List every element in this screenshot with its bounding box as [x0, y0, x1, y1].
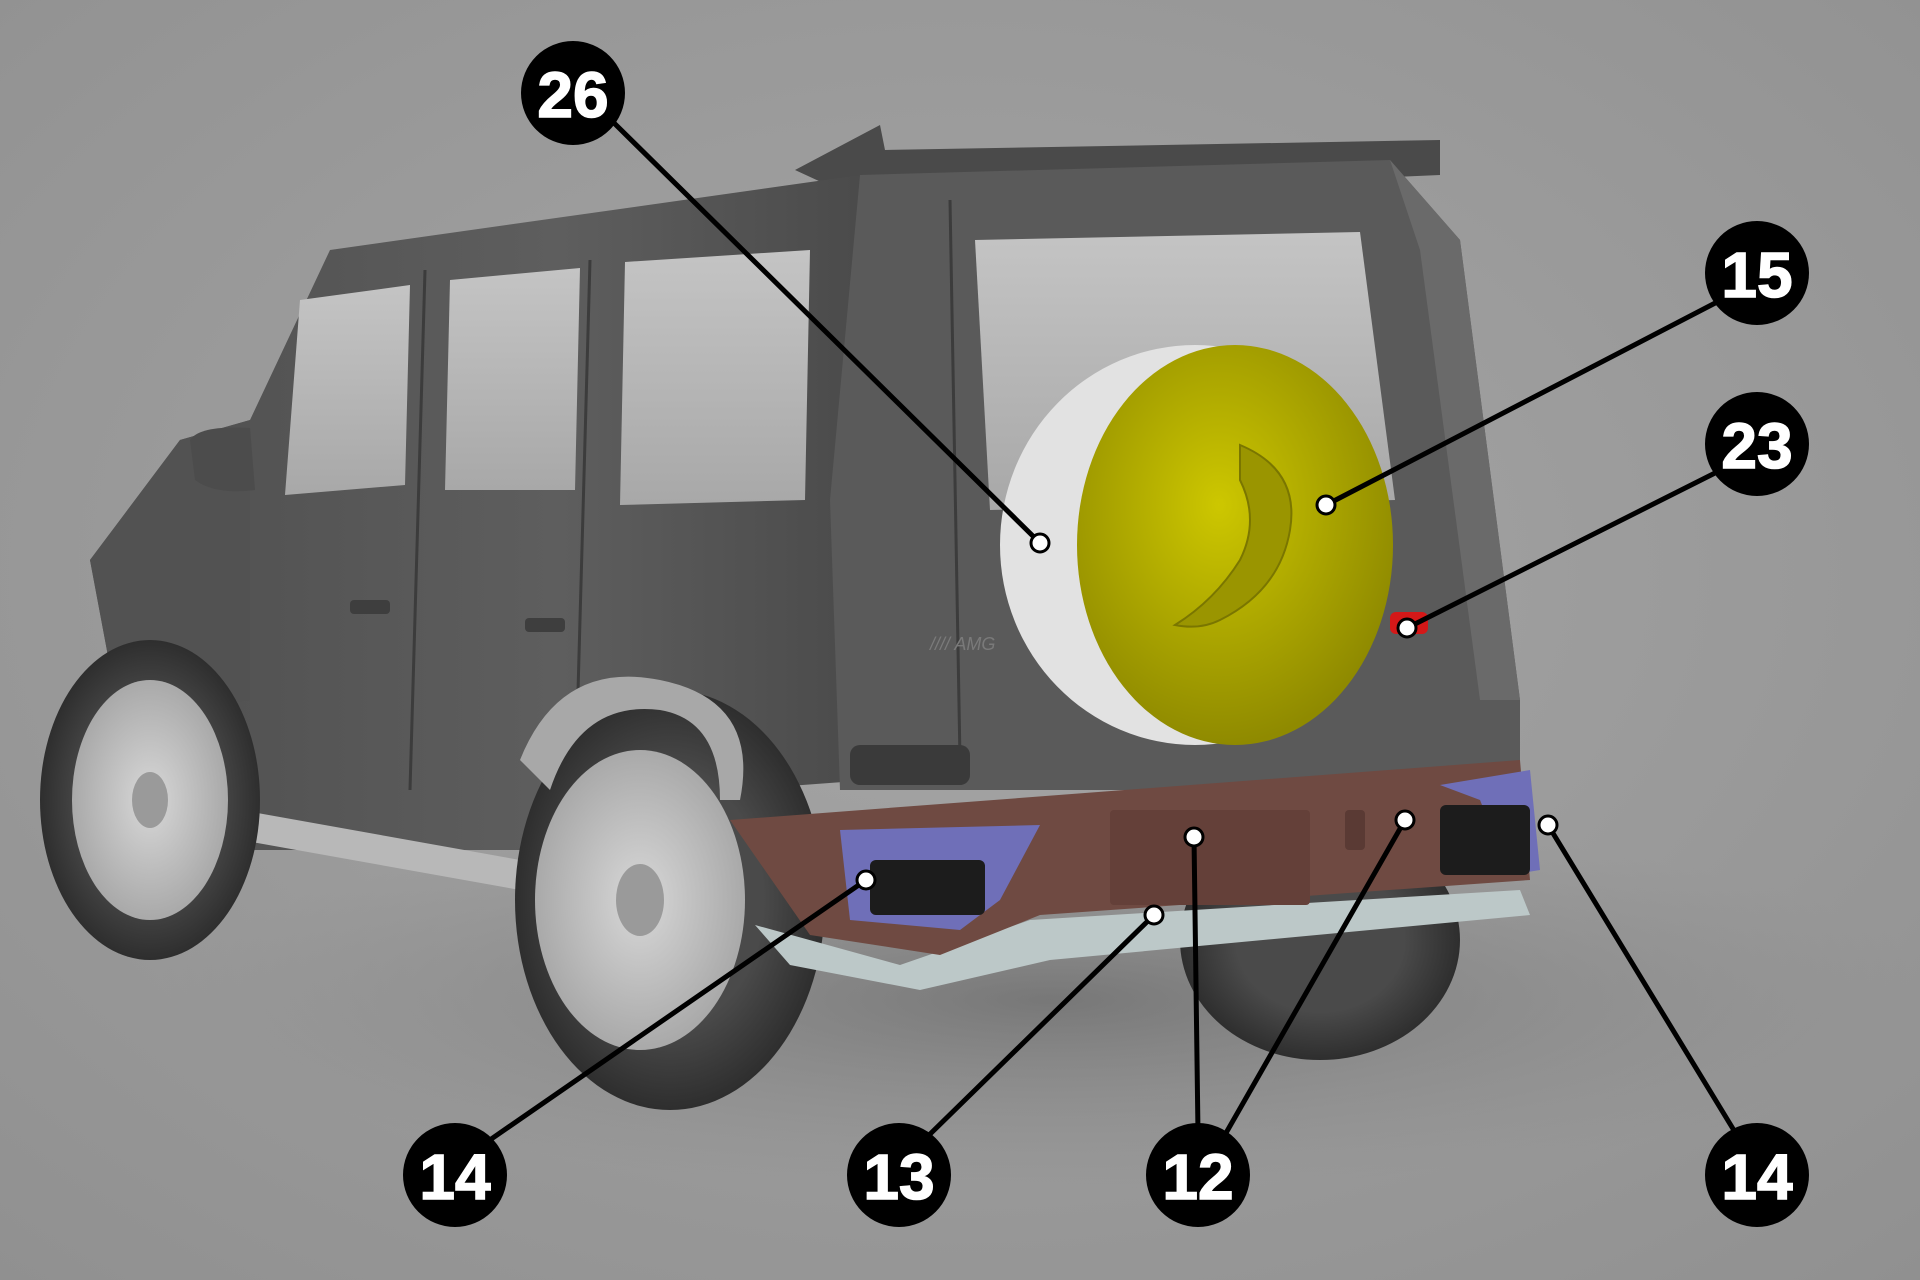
side-window-1: [285, 285, 410, 495]
leader-anchor-dot: [855, 869, 877, 891]
rear-diffuser: [755, 890, 1530, 990]
callout-number: 12: [1162, 1141, 1233, 1213]
callout-number: 26: [537, 59, 608, 131]
amg-badge: //// AMG: [928, 634, 995, 654]
leader-anchor-dot: [1396, 617, 1418, 639]
callout-number: 14: [1721, 1141, 1793, 1213]
callout-23: 23: [1396, 392, 1809, 639]
rear-wheel-arch: [520, 676, 744, 800]
leader-line: [1323, 297, 1724, 508]
vehicle: //// AMG: [40, 125, 1540, 1110]
rear-wheel: [515, 690, 825, 1110]
leader-line: [1404, 467, 1724, 631]
leader-line: [1545, 822, 1741, 1140]
door-handle-rear: [525, 618, 565, 632]
callout-badge: [847, 1123, 951, 1227]
callout-14: 14: [1537, 814, 1809, 1227]
leader-line: [921, 912, 1157, 1143]
leader-anchor-dot: [1394, 809, 1416, 831]
callout-number: 13: [863, 1141, 934, 1213]
leader-line: [610, 119, 1043, 546]
callout-badge: [521, 41, 625, 145]
rear-reflector: [1345, 810, 1365, 850]
callout-14: 14: [403, 869, 877, 1227]
exhaust-left: [870, 860, 985, 915]
leader-anchor-dot: [1315, 494, 1337, 516]
callout-26: 26: [521, 41, 1051, 554]
door-handle-front: [350, 600, 390, 614]
side-window-3: [620, 250, 810, 505]
leader-line: [1219, 817, 1408, 1143]
rear-light-left: [850, 745, 970, 785]
licence-plate-recess: [1110, 810, 1310, 905]
leader-anchor-dot: [1143, 904, 1165, 926]
callout-number: 23: [1721, 410, 1792, 482]
callout-badge: [403, 1123, 507, 1227]
rear-pillar-highlight: [1390, 160, 1520, 700]
callout-badge: [1705, 221, 1809, 325]
callout-13: 13: [847, 904, 1165, 1227]
side-mirror: [190, 427, 255, 492]
callout-15: 15: [1315, 221, 1809, 516]
exhaust-right: [1440, 805, 1530, 875]
shark-emblem: [1172, 443, 1293, 628]
leader-anchor-dot: [1537, 814, 1559, 836]
side-step: [185, 800, 520, 890]
callout-number: 14: [419, 1141, 491, 1213]
callout-badge: [1705, 392, 1809, 496]
callout-badge: [1146, 1123, 1250, 1227]
side-window-2: [445, 268, 580, 490]
leader-line: [481, 877, 869, 1147]
front-wheel: [40, 640, 260, 960]
leader-line: [1191, 834, 1201, 1136]
leader-anchor-dot: [1029, 532, 1051, 554]
leader-anchor-dot: [1183, 826, 1205, 848]
callout-12: 12: [1146, 809, 1416, 1227]
spare-wheel: [1000, 345, 1393, 745]
callout-layer: 26 15 23 14 13 12 14: [403, 41, 1809, 1227]
spare-wheel-cover: [1077, 345, 1393, 745]
callout-number: 15: [1721, 239, 1792, 311]
callout-badge: [1705, 1123, 1809, 1227]
